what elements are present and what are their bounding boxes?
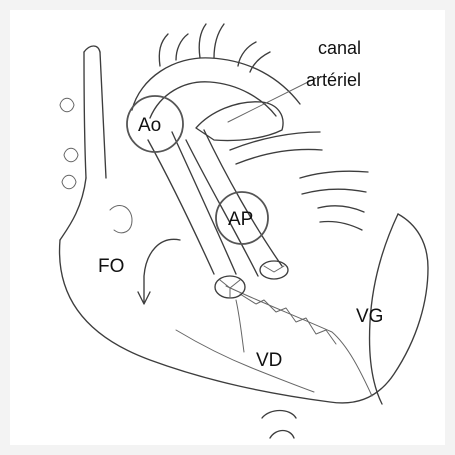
septum-inner <box>240 294 336 344</box>
ascending-aorta-left <box>148 140 214 274</box>
aortic-valve-cusps <box>220 280 240 298</box>
septum-line <box>226 286 372 396</box>
pulmonary-branch-lower <box>300 171 368 194</box>
pulmonary-valve-cusps <box>264 266 284 272</box>
inferior-vena-cava <box>262 411 296 439</box>
pulmonary-valve <box>260 261 288 279</box>
pulmonary-veins <box>318 206 364 230</box>
ductus-line <box>228 78 316 122</box>
left-vessel-top <box>84 46 100 52</box>
ductus-body <box>196 102 283 141</box>
label-vg: VG <box>356 306 383 327</box>
label-fo: FO <box>98 256 124 277</box>
pulmonary-trunk-right <box>204 130 282 266</box>
vein-loop-1 <box>60 98 74 112</box>
vein-loop-3 <box>62 175 76 189</box>
vein-loop-2 <box>64 148 78 162</box>
aortic-arch-outer <box>132 58 300 110</box>
label-ap: AP <box>228 209 253 230</box>
label-vd: VD <box>256 350 282 371</box>
label-canal-line1: canal <box>318 38 361 58</box>
label-ao: Ao <box>138 115 161 136</box>
label-canal-line2: artériel <box>306 70 361 90</box>
right-ventricle-wall <box>176 330 314 392</box>
left-vessel-1 <box>84 52 86 178</box>
left-vessel-2 <box>100 52 106 178</box>
atrial-wall <box>110 205 132 232</box>
papillary-muscle <box>236 300 244 352</box>
carotid-branch <box>199 24 224 58</box>
pulmonary-branch-upper <box>230 132 322 164</box>
